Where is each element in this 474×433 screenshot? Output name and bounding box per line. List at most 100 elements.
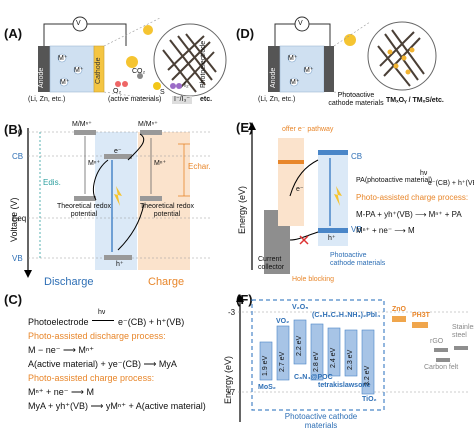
ion-dot (287, 53, 297, 63)
ion-dot (289, 77, 299, 87)
cf-level (436, 358, 450, 362)
panel-e-label: (E) (236, 120, 254, 135)
electron-path (289, 159, 319, 197)
panel-d-voltmeter (294, 16, 310, 32)
mat-vo2: VO₂ (276, 318, 290, 325)
hole-arrow (117, 203, 145, 251)
charge-label: Charge (148, 276, 185, 288)
photoactive-label: Photoactive cathode materials (330, 252, 386, 267)
vb-level (318, 228, 348, 233)
zno-level (392, 316, 406, 322)
molecule-s (153, 82, 161, 90)
panel-a-cathode-bar (93, 45, 105, 93)
panel-b-lightning (114, 186, 122, 206)
axis-arrow (24, 270, 32, 278)
band-vo2 (276, 325, 290, 381)
species-i2: I₂ (184, 82, 189, 89)
band-tio2 (361, 329, 375, 395)
panel-d-cathode-bar (324, 46, 334, 92)
panel-d-cathode-label: Photoactive cathode materials (328, 92, 384, 107)
panel-d-materials: TMₓOᵧ / TMₓS/etc. (386, 97, 444, 104)
gap-6: 2.3 eV (347, 349, 354, 370)
mat-c3n4: C₃N₄@POC (294, 374, 333, 381)
c-photoelectrode: Photoelectrode (28, 317, 89, 327)
level-cb-left (104, 154, 132, 159)
redox-right: Theoretical redox potential (139, 203, 195, 218)
zoom-line (103, 17, 161, 47)
e-vb-label: VB (351, 225, 362, 234)
electron-arrow-left (93, 159, 109, 201)
band-mos2 (259, 341, 273, 381)
discharge-label: Discharge (44, 276, 94, 288)
ion-dot (73, 65, 83, 75)
mm-right: M/Mⁿ⁺ (138, 121, 158, 128)
e-char-label: Echar. (188, 162, 211, 171)
panel-a-active-materials: (active materials) (108, 96, 162, 103)
axis-arrow (248, 122, 256, 130)
tick-vb: VB (12, 254, 23, 263)
electron-label: e⁻ (114, 148, 122, 155)
panel-a-fiber-mesh (162, 33, 217, 93)
molecule-co2 (137, 73, 143, 79)
offer-level (278, 160, 304, 164)
mm-left: M/Mⁿ⁺ (72, 121, 92, 128)
panel-d-anode-bar (268, 46, 280, 92)
species-o2: O₂ (113, 88, 122, 95)
mat-c6: (C₆H₉C₂H₄NH₃)₂PbI₄ (312, 312, 381, 319)
panel-a-anode-bar (38, 46, 50, 92)
photoactive-box (251, 299, 385, 411)
tick-m3: -3 (228, 308, 236, 317)
mat-carbon-felt: Carbon felt (424, 364, 459, 371)
hole-blocking-label: Hole blocking (292, 276, 335, 283)
species-iodide: I⁻/I₃⁻ (172, 96, 193, 104)
panel-a-voltmeter (72, 16, 88, 32)
panel-a-anode-examples: (Li, Zn, etc.) (28, 96, 66, 103)
block-x (299, 235, 309, 245)
tick-cb: CB (12, 152, 24, 161)
level-left-redox (74, 196, 96, 201)
panel-d-anode-examples: (Li, Zn, etc.) (258, 96, 296, 103)
panel-e-lightning (334, 186, 342, 206)
steel-level (454, 346, 468, 350)
e-c1: M-PA + yh⁺(VB) ⟶ Mⁿ⁺ + PA (356, 210, 462, 219)
offer-label: offer e⁻ pathway (282, 126, 334, 133)
panel-a-label: (A) (4, 26, 23, 41)
c-eq1-rhs: e⁻(CB) + h⁺(VB) (118, 317, 185, 327)
molecule-i2 (176, 83, 182, 89)
gap-1: 1.9 eV (262, 355, 269, 376)
ph3t-level (412, 322, 428, 328)
tick-eeq: Eeq (12, 214, 27, 223)
band-v2o5 (293, 319, 307, 365)
panel-a-ion-1: M⁺ (58, 55, 68, 62)
mat-steel: Stainless steel (452, 324, 474, 339)
e-cb-label: CB (351, 152, 363, 161)
c-charge-title: Photo-assisted charge process: (28, 373, 155, 383)
zoom-line (103, 91, 161, 101)
e-c2: Mⁿ⁺ + ne⁻ ⟶ M (356, 226, 415, 235)
e-charge-title: Photo-assisted charge process: (356, 193, 469, 202)
panel-d-label: (D) (236, 26, 255, 41)
ion-dot (303, 65, 313, 75)
panel-d-ion-2: M⁺ (304, 67, 314, 74)
panel-a-ion-3: M⁺ (60, 79, 70, 86)
gap-4: 2.8 eV (313, 351, 320, 372)
hole-label: h⁺ (116, 261, 124, 268)
molecule-i2 (170, 83, 176, 89)
tick-m7: -7 (228, 388, 236, 397)
mat-tio2: TiO₂ (362, 396, 377, 403)
panel-a-ion-2: M⁺ (74, 67, 84, 74)
band-c6 (344, 329, 358, 377)
panel-c-label: (C) (4, 292, 23, 307)
mat-ph3t: PH3T (412, 312, 430, 319)
band-c3n4 (310, 323, 324, 381)
gap-2: 2.7 eV (279, 351, 286, 372)
mn-right: Mⁿ⁺ (154, 160, 167, 167)
panel-d-voltmeter-label: V (298, 20, 303, 27)
e-eq1-lhs: PA(photoactive material) (356, 177, 433, 184)
gap-5: 2.4 eV (330, 347, 337, 368)
gap-3: 2.2 eV (296, 335, 303, 356)
